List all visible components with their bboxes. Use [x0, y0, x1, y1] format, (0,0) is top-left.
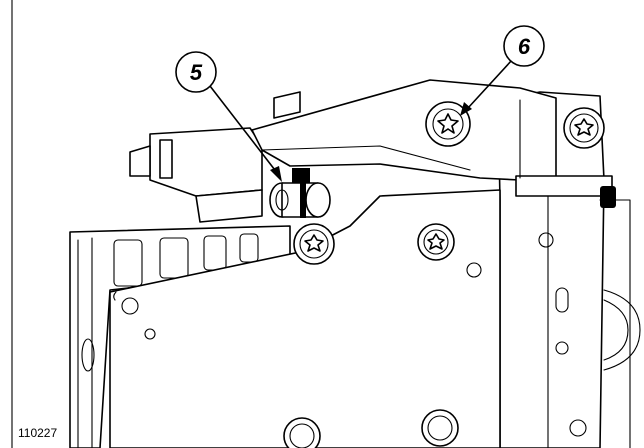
- callout-5-leader: [209, 85, 279, 175]
- callout-6: 6: [503, 25, 545, 67]
- plate-hole: [569, 419, 587, 437]
- lever-arm: [251, 79, 616, 208]
- callout-6-label: 6: [518, 34, 531, 59]
- plate-hole: [555, 341, 569, 355]
- torx-bolt: [293, 223, 335, 265]
- torx-bolt: [425, 101, 471, 147]
- torx-bolt: [417, 223, 455, 261]
- plate-hole: [466, 262, 482, 278]
- callout-5-label: 5: [190, 60, 203, 85]
- figure-reference: 110227: [18, 426, 57, 440]
- callout-6-arrowhead: [460, 102, 472, 116]
- plate-slot: [555, 287, 569, 313]
- callout-6-leader: [467, 59, 513, 109]
- callout-5-arrowhead: [270, 166, 282, 182]
- rear-frame-plate: [69, 225, 291, 448]
- callout-5: 5: [175, 51, 217, 93]
- torx-bolt: [421, 409, 459, 447]
- torx-bolt: [563, 107, 605, 149]
- plate-hole: [144, 328, 156, 340]
- pivot-pin: [269, 168, 331, 218]
- torx-bolt: [283, 417, 321, 448]
- linkage-housing: [129, 91, 301, 223]
- plate-hole: [121, 297, 139, 315]
- plate-hole: [538, 232, 554, 248]
